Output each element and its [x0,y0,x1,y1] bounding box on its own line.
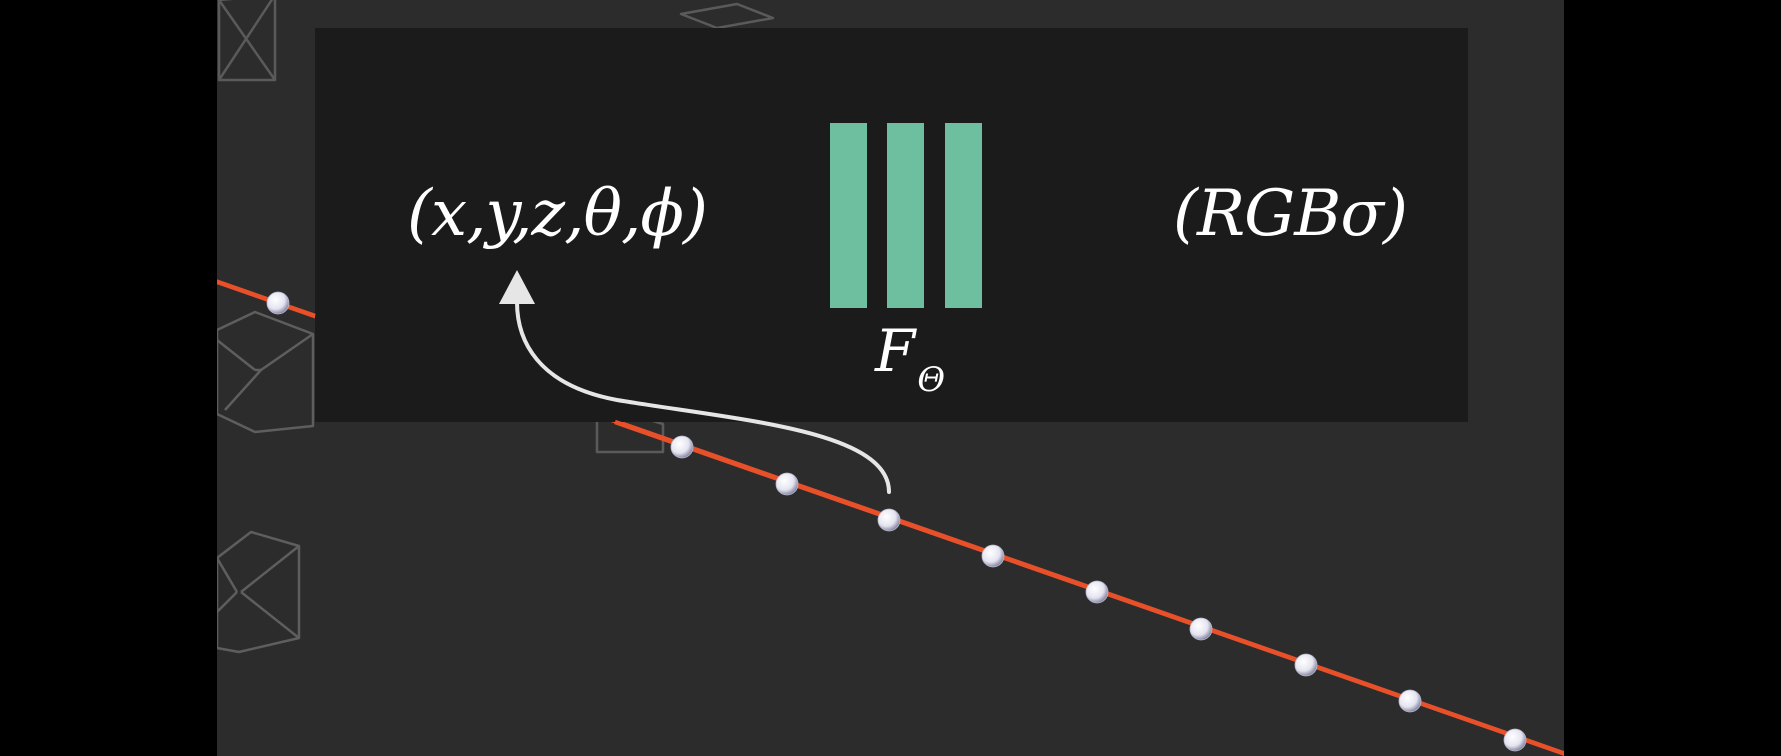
network-layer-bar [830,123,867,308]
network-layer-bar [887,123,924,308]
network-layer-bar [945,123,982,308]
network-function-label: FΘ [875,322,945,397]
neural-network-icon [830,123,982,308]
camera-frustum-icon [217,0,277,82]
network-panel: (x,y,z,θ,ϕ) FΘ (RGBσ) [315,28,1468,422]
function-symbol: F [875,317,916,385]
function-subscript: Θ [917,360,946,400]
scene-viewport: (x,y,z,θ,ϕ) FΘ (RGBσ) [217,0,1564,756]
input-coordinates-label: (x,y,z,θ,ϕ) [407,177,708,251]
output-color-density-label: (RGBσ) [1173,177,1408,251]
camera-frustum-icon [217,310,315,434]
camera-frustum-icon [217,530,301,654]
camera-frustum-icon [679,2,775,30]
